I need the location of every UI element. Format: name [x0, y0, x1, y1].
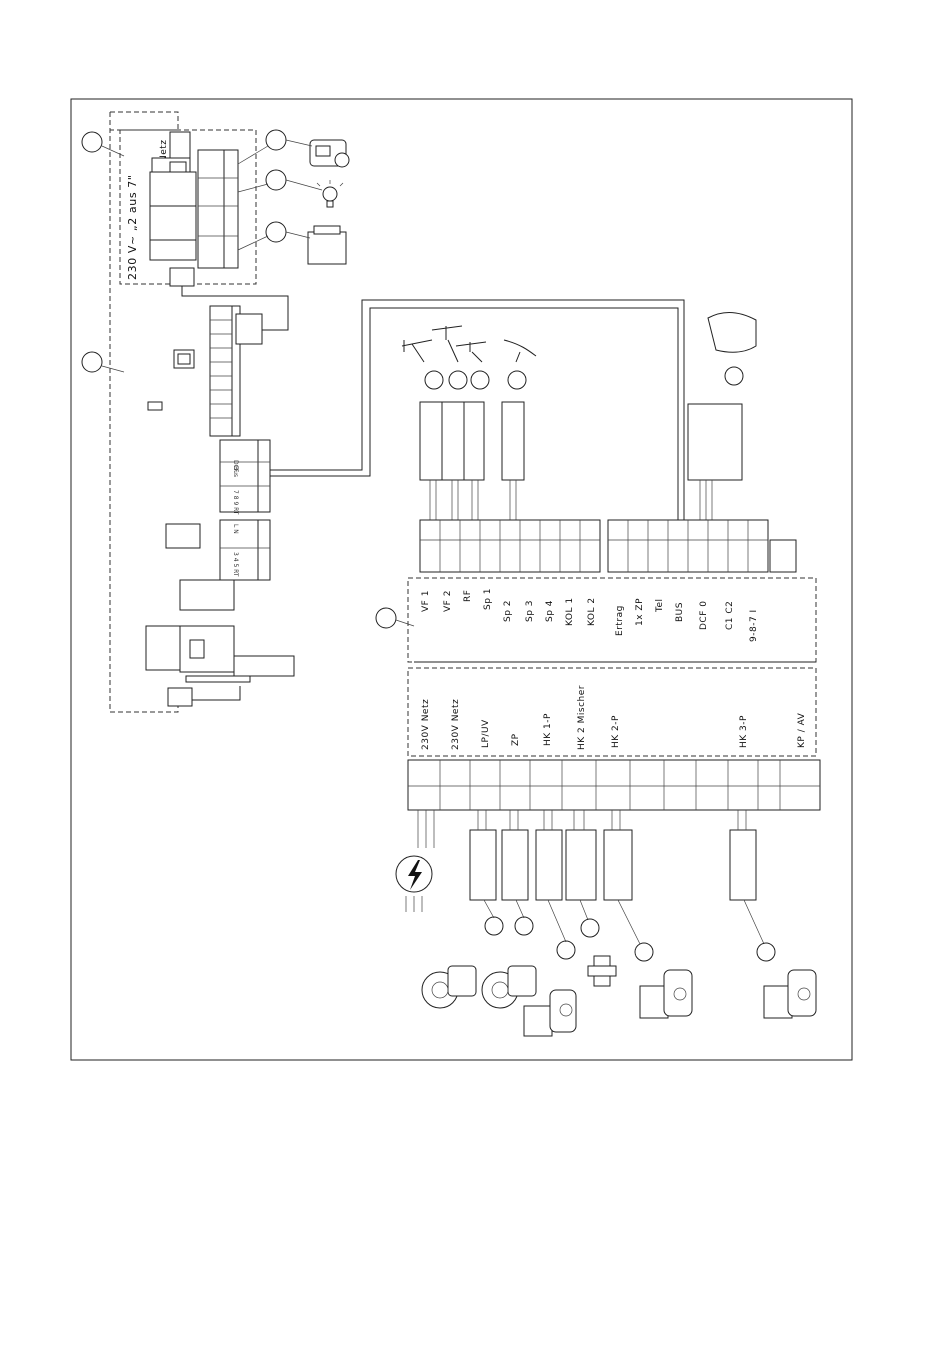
power-terminal-strip: 230V Netz 230V Netz LP/UV ZP HK 1-P HK 2… [408, 668, 820, 810]
relay-box-icon [308, 226, 346, 264]
pw-terminal-label-netz1: 230V Netz [421, 699, 431, 750]
lv-terminal-label-sp3: Sp 3 [525, 600, 535, 622]
callout-left-1 [82, 132, 102, 152]
pw-terminal-label-lpuv: LP/UV [481, 719, 491, 748]
gas-valve-icon [310, 140, 349, 167]
mains-supply [396, 810, 434, 912]
lv-terminal-label-1xzp: 1x ZP [635, 598, 645, 626]
lv-terminal-label-vf1: VF 1 [421, 590, 431, 612]
pw-terminal-label-zp: ZP [511, 733, 521, 746]
actuator-wiring [470, 810, 775, 961]
board-term-1: Bus [232, 466, 239, 477]
lv-terminal-label-dcf0: DCF 0 [699, 601, 709, 630]
lv-terminal-label-kol1: KOL 1 [565, 597, 575, 626]
pw-terminal-label-hk1p: HK 1-P [543, 713, 553, 746]
lv-terminal-label-kol2: KOL 2 [587, 597, 597, 626]
lv-terminal-label-tel: Tel [655, 598, 665, 613]
mixer-valve-icon [588, 956, 616, 986]
lv-terminal-label-ertrag: Ertrag [615, 605, 625, 636]
board-term-3: L N [232, 524, 239, 534]
pw-terminal-label-kpav: KP / AV [797, 712, 807, 748]
lv-terminal-label-sp2: Sp 2 [503, 600, 513, 622]
lv-terminal-label-rf: RF [463, 590, 473, 602]
board-terminal-strip: DCF Bus 7 8 9 RT L N 3 4 5 RT [220, 440, 270, 580]
lv-terminal-label-bus: BUS [675, 602, 685, 622]
lv-terminal-label-sp4: Sp 4 [545, 600, 555, 622]
lv-terminal-label-vf2: VF 2 [443, 590, 453, 612]
lightning-bolt-icon [408, 860, 422, 890]
callout-left-3 [376, 608, 396, 628]
lamp-icon [317, 180, 343, 207]
circulation-pump-icon [422, 966, 816, 1036]
lv-terminal-label-c1c2: C1 C2 [725, 601, 735, 630]
pw-terminal-label-hk2p: HK 2-P [611, 715, 621, 748]
board-term-4: 3 4 5 RT [232, 552, 239, 577]
temperature-sensor-icon [402, 326, 536, 362]
relay-devices [238, 130, 349, 264]
controller-unit: 230 V~ „2 aus 7" Netz [110, 112, 684, 712]
relay-terminals [198, 150, 238, 268]
dcf-receiver-icon [708, 312, 756, 352]
pw-terminal-label-netz2: 230V Netz [451, 699, 461, 750]
lv-terminal-label-sp1: Sp 1 [483, 588, 493, 610]
board-term-2: 7 8 9 RT [232, 490, 239, 515]
lv-terminal-label-987i: 9-8-7 I [749, 609, 759, 642]
low-voltage-terminal-strip: VF 1 VF 2 RF Sp 1 Sp 2 Sp 3 Sp 4 KOL 1 K… [408, 520, 816, 662]
pw-terminal-label-hk3p: HK 3-P [739, 715, 749, 748]
pw-terminal-label-hk2m: HK 2 Mischer [577, 685, 587, 750]
relay-module-label: 230 V~ „2 aus 7" [126, 174, 139, 280]
callout-left-2 [82, 352, 102, 372]
sensor-group [402, 312, 756, 520]
